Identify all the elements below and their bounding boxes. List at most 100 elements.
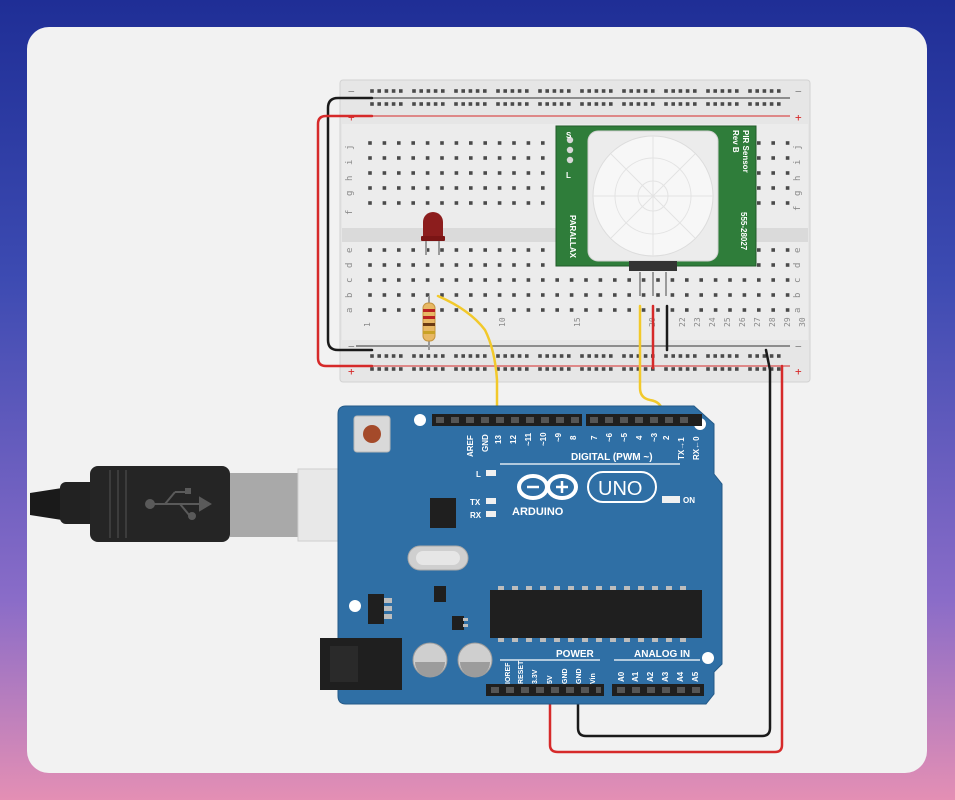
breadboard-hole xyxy=(748,89,752,93)
breadboard-hole xyxy=(483,186,487,190)
breadboard-hole xyxy=(771,248,775,252)
pir-sensor[interactable]: L S PARALLAX PIR Sensor Rev B 555-28027 xyxy=(555,125,757,296)
breadboard-hole xyxy=(706,354,710,358)
breadboard-hole xyxy=(622,89,626,93)
rail-minus-left-bottom: − xyxy=(348,340,355,353)
breadboard-hole xyxy=(368,248,372,252)
atmega-chip xyxy=(490,590,702,638)
breadboard-hole xyxy=(656,293,660,297)
breadboard-hole xyxy=(636,367,641,371)
rail-minus-left-top: − xyxy=(348,85,355,98)
breadboard-hole xyxy=(368,186,372,190)
breadboard-hole xyxy=(397,248,401,252)
arduino-board[interactable]: AREF GND 13 12 ~11 ~10 ~9 8 7 ~6 ~5 4 ~3… xyxy=(320,405,723,705)
breadboard-hole xyxy=(609,354,613,358)
breadboard-hole xyxy=(475,354,480,358)
breadboard-hole xyxy=(613,293,617,297)
breadboard-hole xyxy=(735,354,739,358)
breadboard-hole xyxy=(748,102,752,106)
breadboard-hole xyxy=(627,278,631,282)
wire-red-left-rail[interactable] xyxy=(316,114,374,368)
breadboard-hole xyxy=(517,354,522,358)
pin-label-3v3: 3.3V xyxy=(532,669,539,684)
breadboard-hole xyxy=(785,278,790,282)
breadboard-hole xyxy=(629,354,633,358)
wire-red-5v[interactable] xyxy=(548,364,784,754)
breadboard-hole xyxy=(454,89,458,93)
uno-badge xyxy=(587,471,657,503)
pin-label-gnd: GND xyxy=(481,434,490,452)
breadboard-hole xyxy=(685,293,689,297)
breadboard-hole xyxy=(510,354,515,358)
breadboard-hole xyxy=(735,367,739,371)
pin-label-aref: AREF xyxy=(466,435,475,457)
breadboard-hole xyxy=(627,293,631,297)
breadboard-hole xyxy=(497,186,502,190)
led-label-rx: RX xyxy=(470,511,482,520)
pir-pin-dot xyxy=(566,156,574,164)
breadboard-hole xyxy=(762,102,767,106)
breadboard-hole xyxy=(664,367,668,371)
breadboard-hole xyxy=(397,201,401,205)
row-label-f-right: f xyxy=(793,206,803,211)
reset-button[interactable] xyxy=(353,415,391,453)
usb-cable[interactable] xyxy=(30,466,389,542)
breadboard-hole xyxy=(461,367,465,371)
breadboard-hole xyxy=(441,367,445,371)
breadboard-hole xyxy=(584,278,588,282)
resistor[interactable] xyxy=(422,296,436,350)
breadboard-hole xyxy=(643,102,648,106)
breadboard-hole xyxy=(368,171,372,175)
breadboard-hole xyxy=(664,89,668,93)
breadboard-hole xyxy=(510,102,515,106)
breadboard-hole xyxy=(757,156,761,160)
breadboard-hole xyxy=(382,278,387,282)
breadboard-hole xyxy=(651,89,655,93)
breadboard-hole xyxy=(503,367,507,371)
col-label-24: 24 xyxy=(708,317,717,327)
breadboard-hole xyxy=(771,263,775,267)
breadboard-hole xyxy=(426,367,431,371)
pir-pin-label-l: L xyxy=(566,171,571,180)
wire-black-left-rail[interactable] xyxy=(326,96,374,352)
breadboard-hole xyxy=(720,354,725,358)
breadboard-hole xyxy=(397,186,401,190)
breadboard-hole xyxy=(713,293,718,297)
row-label-b: b xyxy=(345,293,355,298)
breadboard-hole xyxy=(771,278,775,282)
row-label-i: i xyxy=(345,160,355,165)
breadboard-hole xyxy=(454,171,459,175)
breadboard-hole xyxy=(670,293,675,297)
breadboard-hole xyxy=(440,186,444,190)
breadboard-hole xyxy=(636,89,641,93)
breadboard-hole xyxy=(370,89,374,93)
breadboard-hole xyxy=(411,171,415,175)
breadboard-hole xyxy=(526,186,531,190)
breadboard-hole xyxy=(785,156,790,160)
breadboard-hole xyxy=(587,102,591,106)
pir-part-number: 555-28027 xyxy=(739,212,748,251)
pin-label-13: 13 xyxy=(494,435,503,444)
breadboard-hole xyxy=(670,308,675,312)
led-red[interactable] xyxy=(421,212,445,255)
breadboard-hole xyxy=(382,248,387,252)
breadboard-hole xyxy=(757,248,761,252)
breadboard-hole xyxy=(541,263,545,267)
row-labels-bottom: a b c d e a b c d e xyxy=(345,248,803,313)
breadboard-hole xyxy=(580,354,584,358)
wire-black-gnd[interactable] xyxy=(576,348,772,738)
breadboard-hole xyxy=(671,89,675,93)
breadboard-hole xyxy=(785,248,790,252)
breadboard-holes xyxy=(368,89,790,371)
breadboard-hole xyxy=(678,354,683,358)
breadboard-hole xyxy=(425,201,430,205)
breadboard-hole xyxy=(469,263,473,267)
top-pin-labels: AREF GND 13 12 ~11 ~10 ~9 8 7 ~6 ~5 4 ~3… xyxy=(466,432,701,460)
breadboard-hole xyxy=(419,102,423,106)
breadboard-hole xyxy=(469,278,473,282)
breadboard-hole xyxy=(727,102,732,106)
wire-yellow-led-to-pin13[interactable] xyxy=(436,294,499,423)
row-label-d: d xyxy=(345,263,355,268)
breadboard-hole xyxy=(440,248,444,252)
breadboard-hole xyxy=(567,354,571,358)
